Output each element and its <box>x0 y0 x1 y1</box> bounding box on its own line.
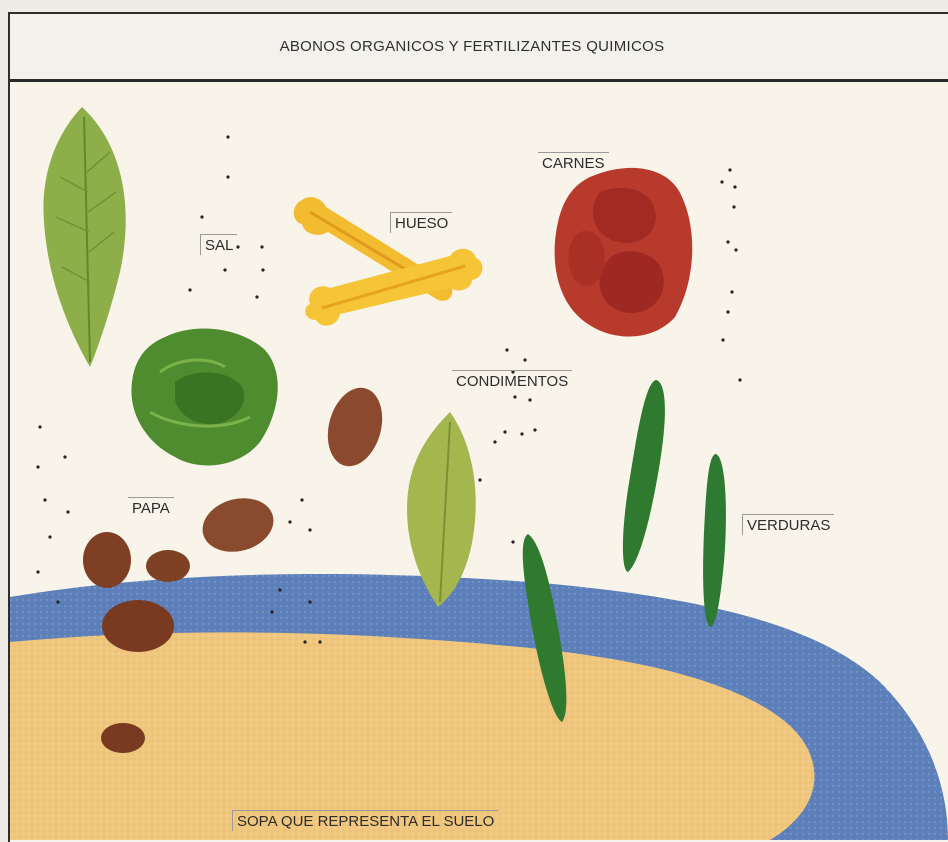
illustration-canvas <box>10 82 948 840</box>
label-hueso: HUESO <box>390 212 452 233</box>
label-carnes: CARNES <box>538 152 609 173</box>
lettuce <box>131 328 277 465</box>
label-verduras: VERDURAS <box>742 514 834 535</box>
potato-5 <box>101 723 145 753</box>
illustration-panel: CARNES HUESO SAL CONDIMENTOS PAPA VERDUR… <box>10 82 948 840</box>
potato-2 <box>83 532 131 588</box>
page-title: ABONOS ORGANICOS Y FERTILIZANTES QUIMICO… <box>280 38 665 55</box>
meat <box>555 168 693 337</box>
title-bar: ABONOS ORGANICOS Y FERTILIZANTES QUIMICO… <box>10 14 948 82</box>
label-condimentos: CONDIMENTOS <box>452 370 572 391</box>
bean-middle <box>320 382 391 473</box>
leaf-large <box>43 107 125 367</box>
label-sal: SAL <box>200 234 237 255</box>
label-sopa: SOPA QUE REPRESENTA EL SUELO <box>232 810 498 831</box>
potato-1 <box>196 491 279 560</box>
green-bean-two <box>703 454 726 627</box>
label-papa: PAPA <box>128 497 174 518</box>
green-bean-one <box>623 380 665 572</box>
potato-4 <box>102 600 174 652</box>
potato-3 <box>146 550 190 582</box>
